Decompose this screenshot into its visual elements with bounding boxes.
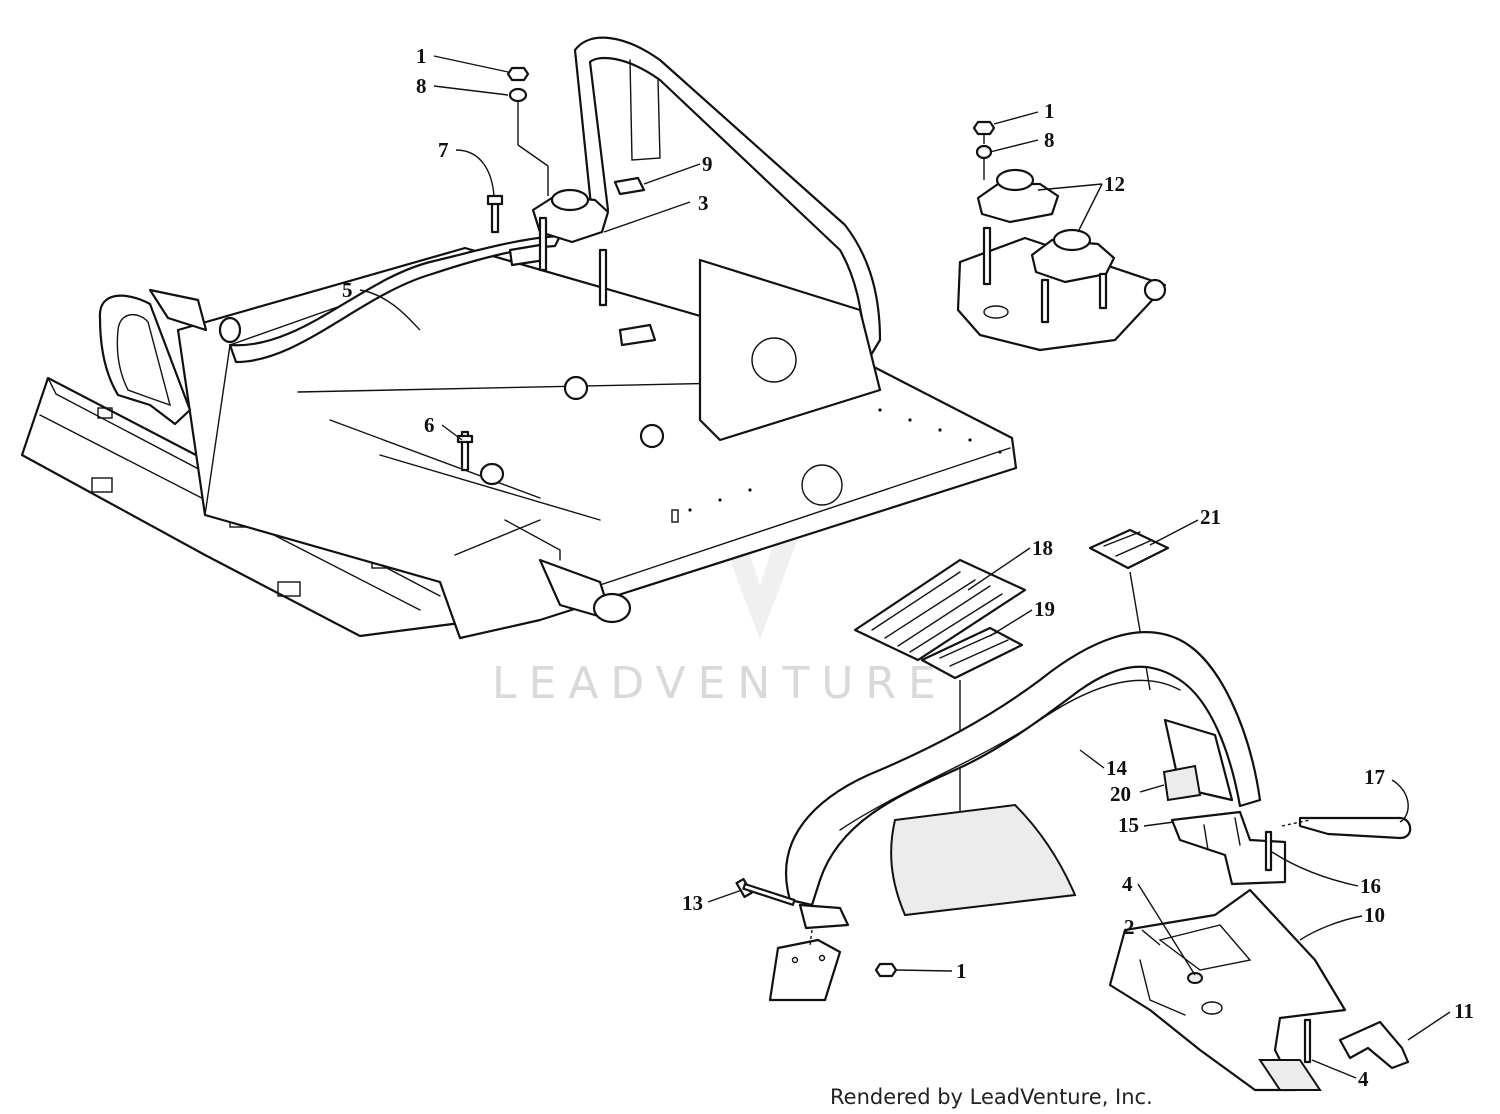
- mounting-plate: [768, 929, 842, 1002]
- block-20: [1162, 764, 1202, 802]
- bracket-15: [1170, 810, 1287, 886]
- callout-8-inset: 8: [1044, 128, 1055, 152]
- watermark-text: LEADVENTURE: [492, 658, 948, 709]
- callout-17: 17: [1364, 765, 1385, 789]
- bolt-6: [456, 430, 474, 472]
- handle-17: [1298, 816, 1412, 840]
- callout-5: 5: [342, 278, 353, 302]
- callout-14: 14: [1106, 756, 1128, 780]
- fender-14: [784, 631, 1262, 930]
- rivet-4: [1303, 1018, 1312, 1064]
- decal-21: [1088, 528, 1170, 570]
- callout-18: 18: [1032, 536, 1053, 560]
- callout-16: 16: [1360, 874, 1381, 898]
- callout-21: 21: [1200, 505, 1221, 529]
- callout-4-lower: 4: [1358, 1067, 1369, 1091]
- decal-19: [920, 626, 1024, 680]
- callout-1-inset: 1: [1044, 99, 1055, 123]
- callout-19: 19: [1034, 597, 1055, 621]
- callout-2: 2: [1124, 915, 1135, 939]
- bracket-11: [1338, 1020, 1410, 1070]
- bolt-7: [486, 194, 504, 234]
- washer-8-top: [508, 87, 528, 103]
- decal-18: [853, 558, 1027, 662]
- bolt-13: [735, 877, 796, 906]
- callout-1-lower: 1: [956, 959, 967, 983]
- mount-inset: [956, 120, 1167, 352]
- chassis-frame: [20, 36, 1018, 640]
- callout-11: 11: [1454, 999, 1474, 1023]
- nut-1-lower: [874, 962, 898, 978]
- callout-20: 20: [1110, 782, 1131, 806]
- callouts: 1 8 7 9 3 5 6 1 8 12 21 18 19 14 20 15 1…: [342, 44, 1474, 1091]
- nut-1-top: [506, 66, 530, 82]
- callout-8-top: 8: [416, 74, 427, 98]
- callout-4-upper: 4: [1122, 872, 1133, 896]
- callout-10: 10: [1364, 903, 1385, 927]
- footer-credit: Rendered by LeadVenture, Inc.: [830, 1085, 1153, 1109]
- callout-1-top: 1: [416, 44, 427, 68]
- bumper-10: [1108, 888, 1347, 1092]
- leader-lines: [359, 55, 1451, 1079]
- callout-15: 15: [1118, 813, 1139, 837]
- callout-13: 13: [682, 891, 703, 915]
- pad-9: [613, 176, 646, 196]
- callout-3: 3: [698, 191, 709, 215]
- callout-12: 12: [1104, 172, 1125, 196]
- engine-mount-3: [517, 102, 610, 307]
- bolt-16: [1264, 830, 1273, 872]
- callout-6: 6: [424, 413, 435, 437]
- callout-7: 7: [438, 138, 449, 162]
- callout-9: 9: [702, 152, 713, 176]
